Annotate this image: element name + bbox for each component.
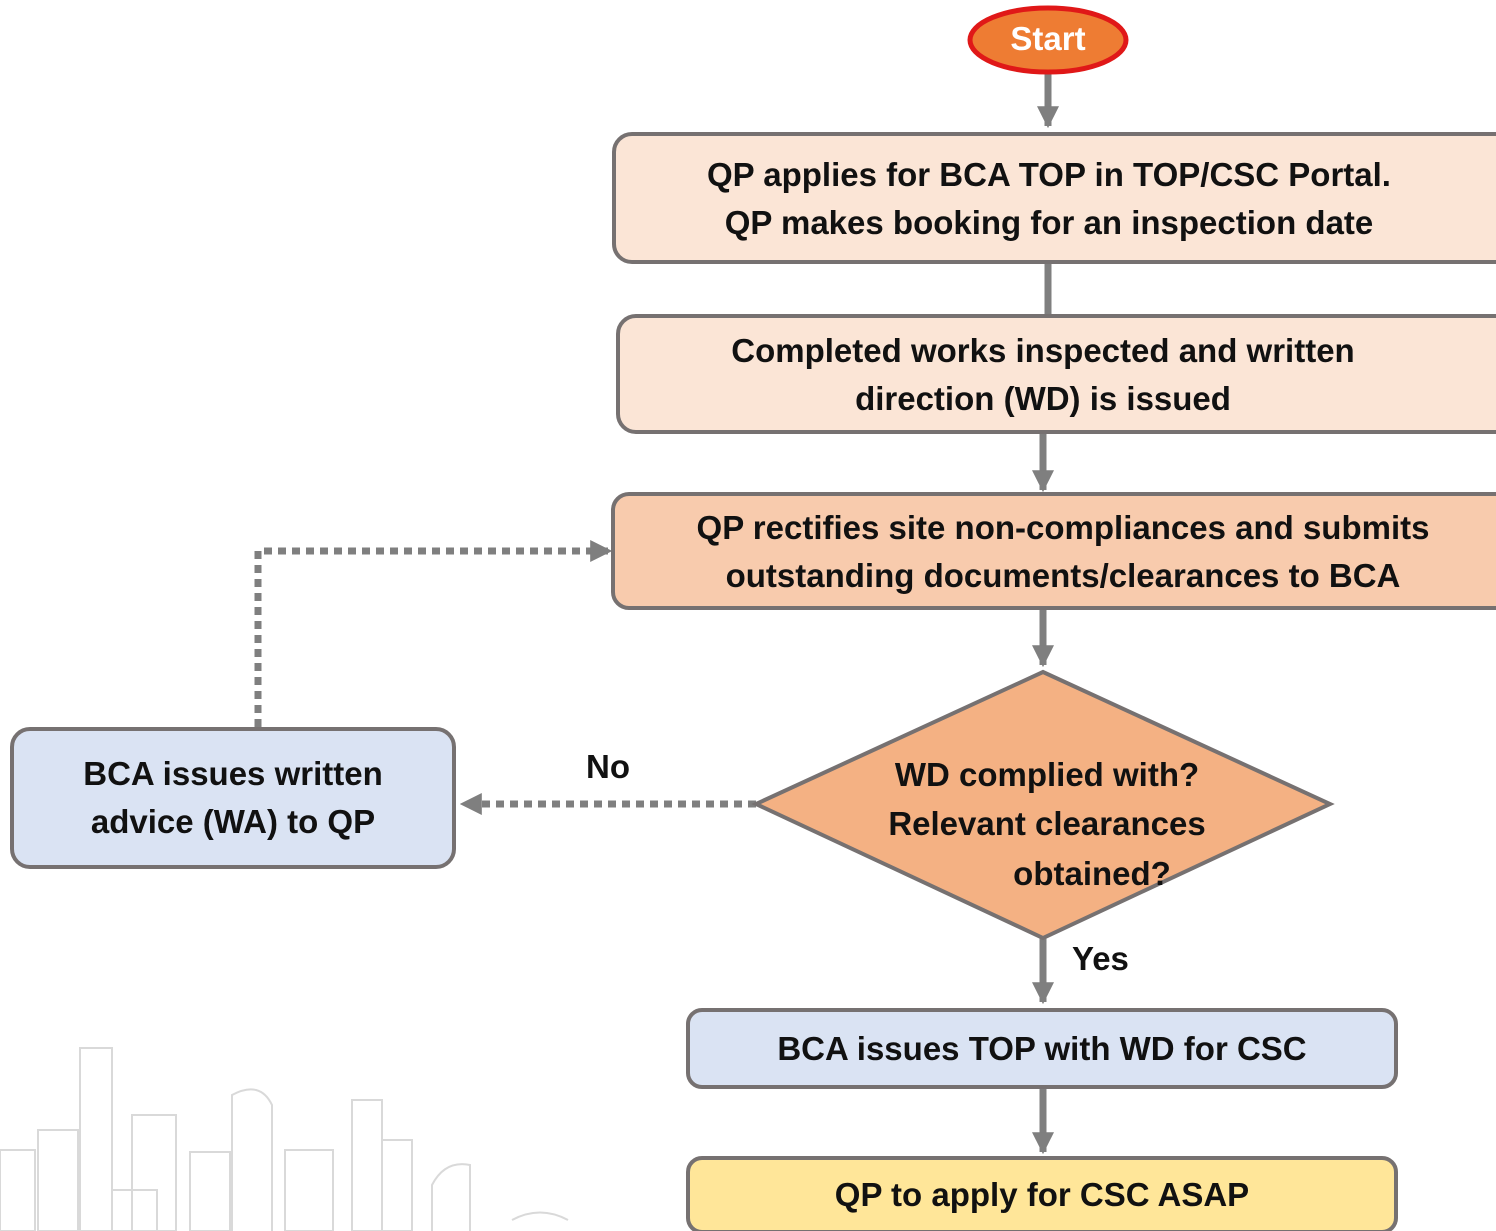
inspect-box bbox=[616, 314, 1496, 434]
inspect-line-1: Completed works inspected and written bbox=[731, 332, 1355, 370]
start-label: Start bbox=[972, 10, 1124, 68]
apply-box bbox=[612, 132, 1496, 264]
decision-diamond bbox=[751, 669, 1335, 941]
apply-text: QP applies for BCA TOP in TOP/CSC Portal… bbox=[614, 140, 1484, 258]
apply-csc-label: QP to apply for CSC ASAP bbox=[834, 1176, 1250, 1214]
decision-line-3: obtained? bbox=[1013, 854, 1171, 892]
decision-text: WD complied with? Relevant clearances ob… bbox=[850, 744, 1244, 904]
connector-advice-to-rectify bbox=[254, 540, 613, 727]
inspect-text: Completed works inspected and written di… bbox=[618, 320, 1468, 430]
apply-line-2: QP makes booking for an inspection date bbox=[724, 204, 1374, 241]
advice-box bbox=[10, 727, 456, 869]
skyline-decoration bbox=[0, 1047, 569, 1231]
advice-line-2: advice (WA) to QP bbox=[90, 803, 376, 840]
issue-top-text: BCA issues TOP with WD for CSC bbox=[688, 1012, 1396, 1085]
apply-csc-box bbox=[686, 1156, 1398, 1231]
edge-label-no: No bbox=[586, 748, 630, 785]
start-text: Start bbox=[1010, 20, 1086, 58]
advice-line-1: BCA issues written bbox=[83, 755, 383, 793]
advice-text: BCA issues written advice (WA) to QP bbox=[12, 733, 454, 863]
apply-csc-text: QP to apply for CSC ASAP bbox=[688, 1160, 1396, 1230]
issue-top-box bbox=[686, 1008, 1398, 1089]
apply-line-1: QP applies for BCA TOP in TOP/CSC Portal… bbox=[707, 156, 1391, 194]
decision-line-1: WD complied with? bbox=[894, 755, 1200, 793]
edge-label-yes: Yes bbox=[1072, 940, 1129, 977]
rectify-text: QP rectifies site non-compliances and su… bbox=[613, 498, 1496, 606]
rectify-line-2: outstanding documents/clearances to BCA bbox=[725, 557, 1401, 594]
rectify-box bbox=[611, 492, 1496, 610]
rectify-line-1: QP rectifies site non-compliances and su… bbox=[696, 509, 1430, 547]
start-terminal bbox=[967, 5, 1129, 75]
inspect-line-2: direction (WD) is issued bbox=[855, 380, 1231, 417]
issue-top-label: BCA issues TOP with WD for CSC bbox=[777, 1029, 1307, 1067]
decision-line-2: Relevant clearances bbox=[888, 805, 1206, 843]
